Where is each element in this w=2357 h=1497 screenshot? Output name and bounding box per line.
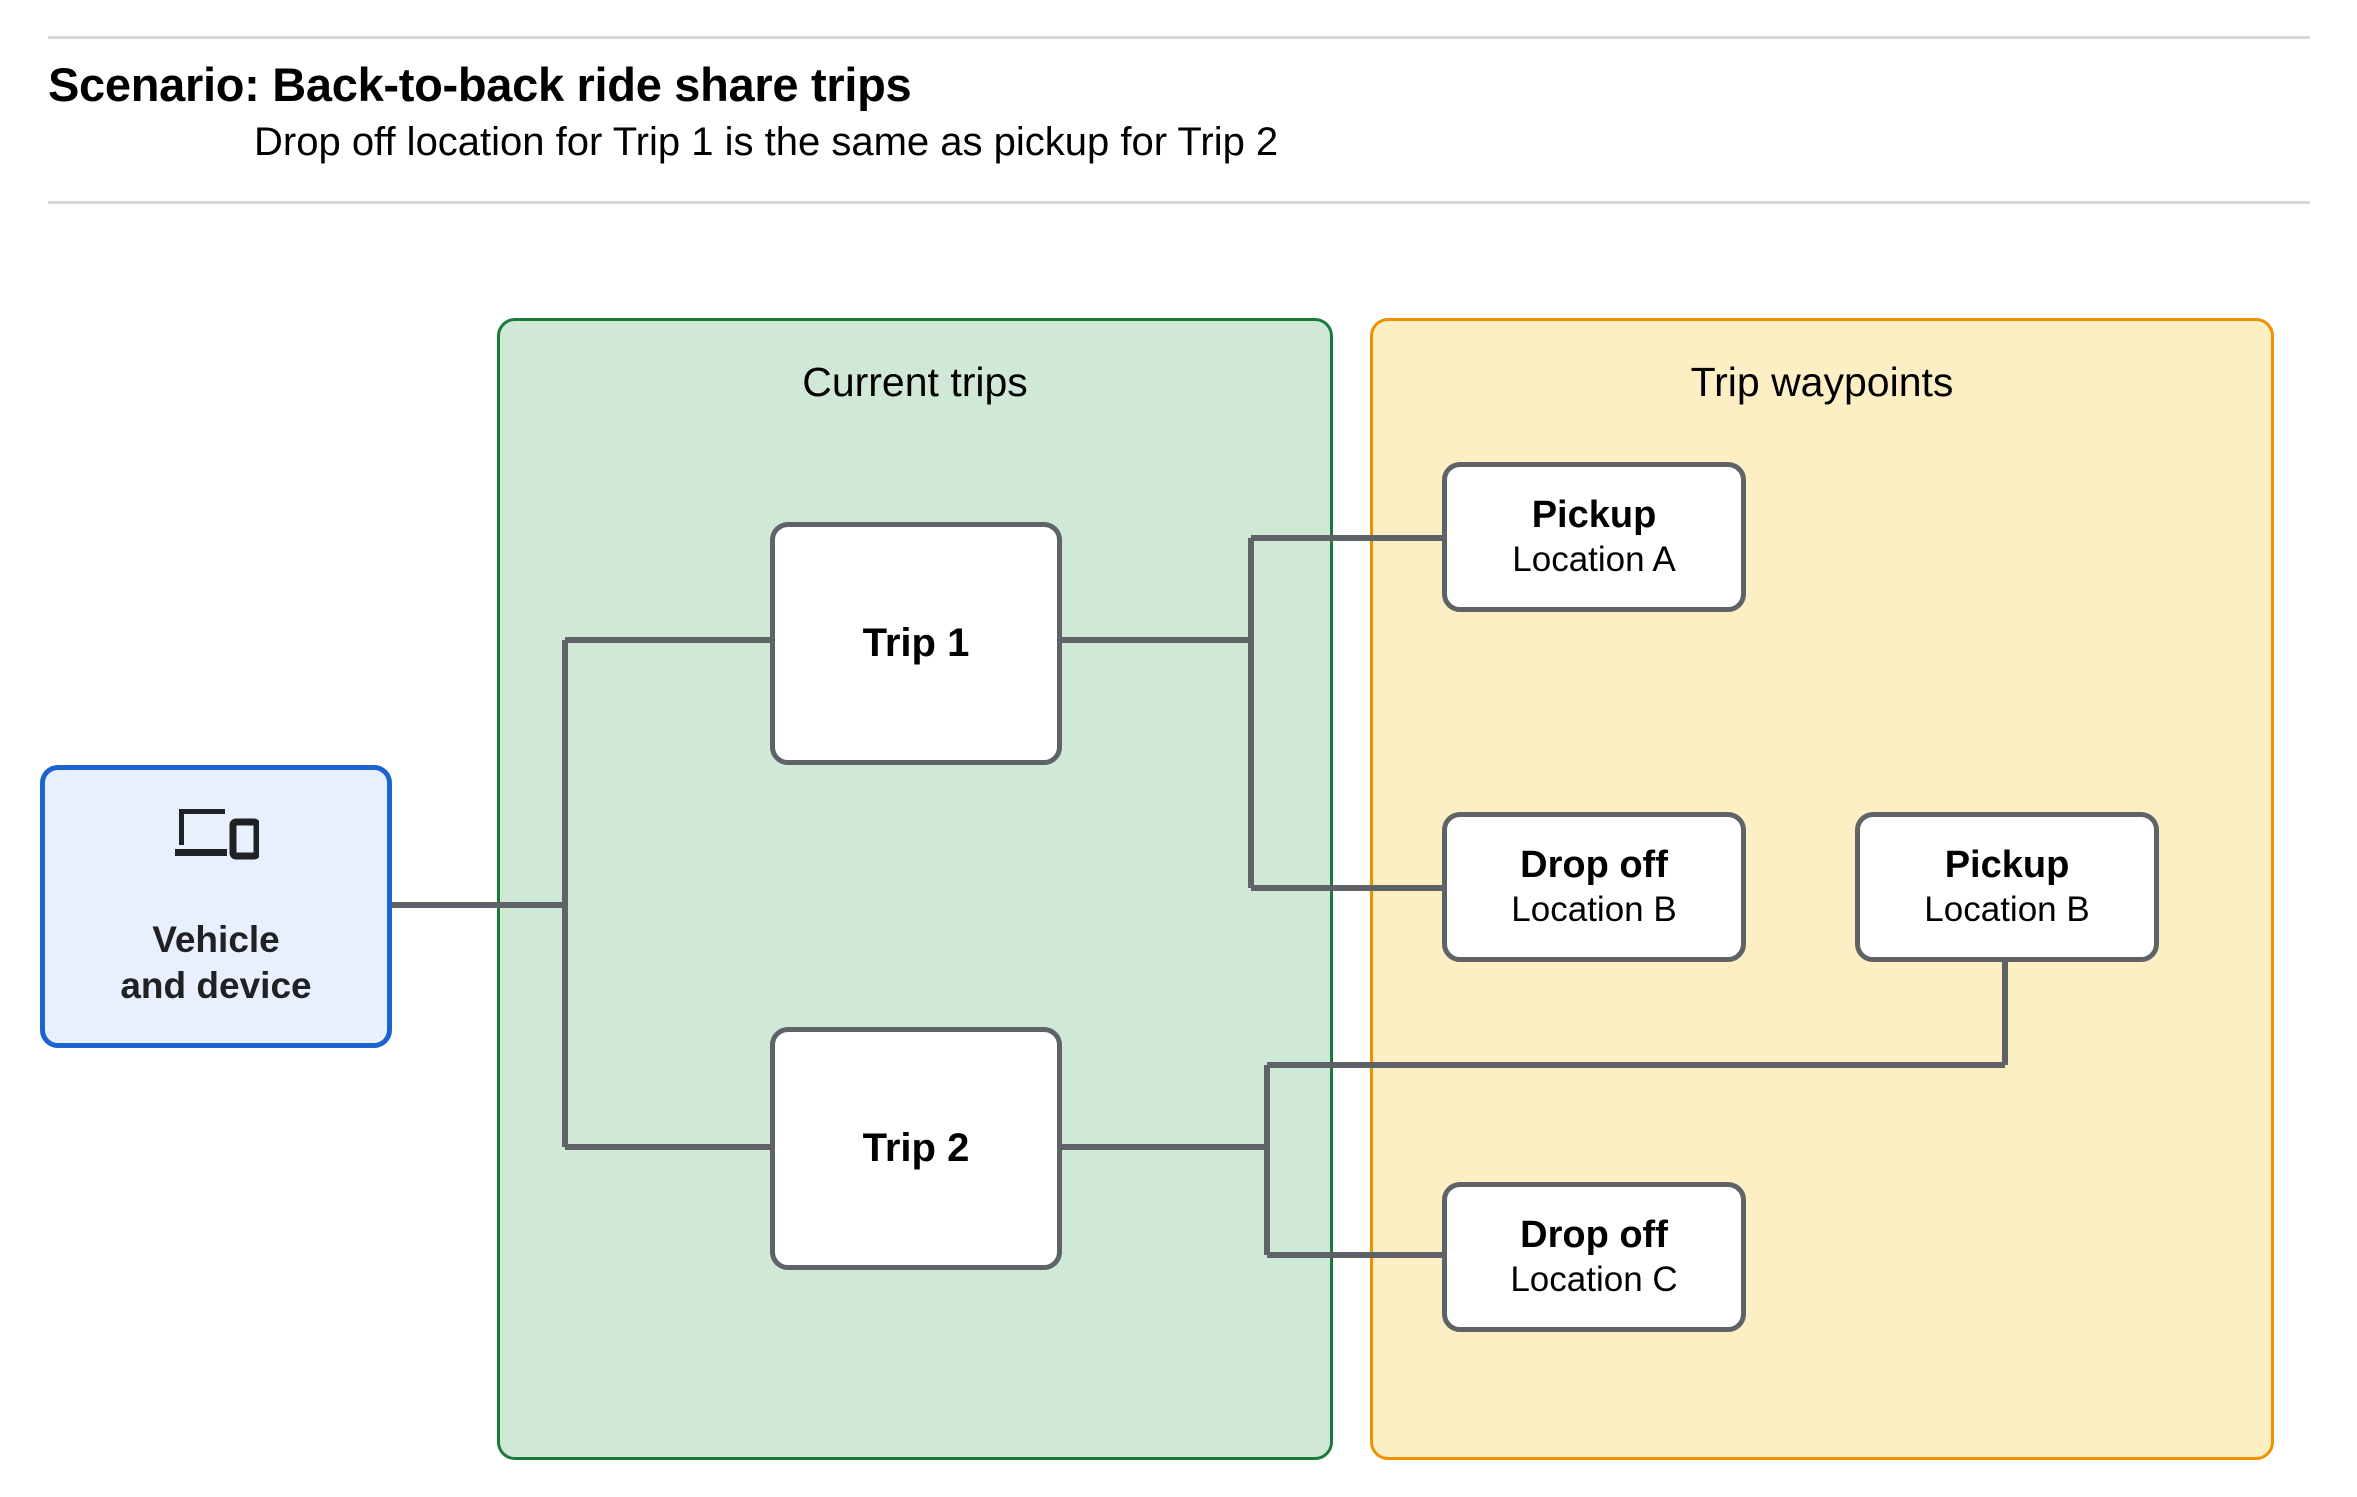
- node-dropoff-b[interactable]: Drop off Location B: [1442, 812, 1746, 962]
- node-dropoff-c-location: Location C: [1510, 1260, 1678, 1300]
- page-title: Scenario: Back-to-back ride share trips: [48, 58, 912, 111]
- node-vehicle-label: Vehicle and device: [120, 919, 312, 1006]
- node-pickup-b[interactable]: Pickup Location B: [1855, 812, 2159, 962]
- node-pickup-a[interactable]: Pickup Location A: [1442, 462, 1746, 612]
- header-divider-bottom: [48, 201, 2310, 204]
- node-dropoff-b-title: Drop off: [1520, 843, 1668, 886]
- header-block: Scenario: Back-to-back ride share trips …: [48, 58, 2308, 166]
- panel-trip-waypoints-title: Trip waypoints: [1690, 359, 1954, 405]
- node-trip-2[interactable]: Trip 2: [770, 1027, 1062, 1270]
- node-pickup-b-location: Location B: [1924, 890, 2090, 930]
- node-dropoff-c-title: Drop off: [1520, 1213, 1668, 1256]
- node-pickup-b-title: Pickup: [1944, 843, 2070, 886]
- header-divider-top: [48, 36, 2310, 39]
- laptop-and-phone-icon: [175, 809, 259, 860]
- node-trip-1-label: Trip 1: [862, 620, 970, 665]
- node-pickup-a-title: Pickup: [1531, 493, 1657, 536]
- panel-current-trips: Current trips: [497, 318, 1333, 1460]
- panel-current-trips-title: Current trips: [802, 359, 1028, 405]
- node-trip-1[interactable]: Trip 1: [770, 522, 1062, 765]
- node-pickup-a-location: Location A: [1512, 540, 1676, 580]
- node-dropoff-b-location: Location B: [1511, 890, 1677, 930]
- node-trip-2-label: Trip 2: [862, 1125, 970, 1170]
- node-dropoff-c[interactable]: Drop off Location C: [1442, 1182, 1746, 1332]
- node-vehicle-and-device[interactable]: Vehicle and device: [40, 765, 392, 1048]
- page-subtitle: Drop off location for Trip 1 is the same…: [254, 120, 1279, 165]
